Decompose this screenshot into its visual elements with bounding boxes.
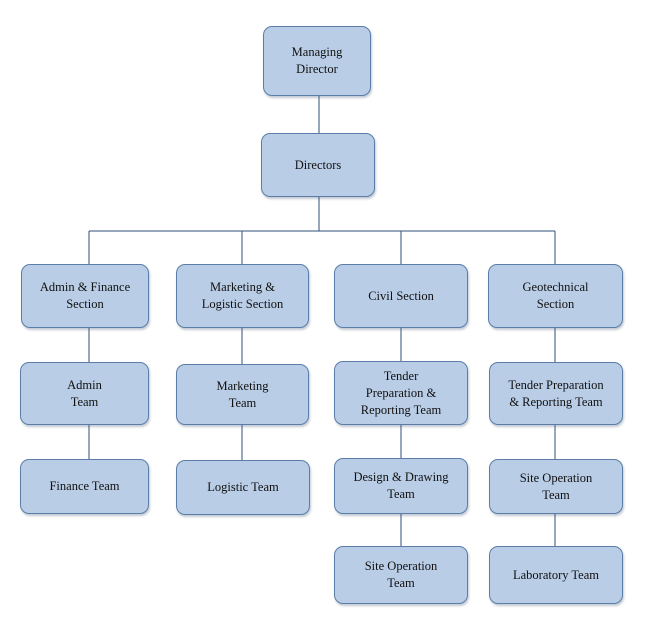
managing-director-label: Managing Director (291, 45, 343, 76)
team-finance-box: Finance Team (20, 459, 149, 514)
directors-label: Directors (294, 157, 342, 172)
team-label: Site Operation Team (364, 559, 438, 590)
team-geo-site-operation-box: Site Operation Team (489, 459, 623, 514)
team-logistic-box: Logistic Team (176, 460, 310, 515)
team-label: Site Operation Team (519, 470, 593, 502)
section-civil-box: Civil Section (334, 264, 468, 328)
team-civil-site-operation-box: Site Operation Team (334, 546, 468, 604)
team-admin-box: Admin Team (20, 362, 149, 425)
section-label: Marketing & Logistic Section (201, 280, 284, 311)
team-geo-tender-box: Tender Preparation & Reporting Team (489, 362, 623, 425)
team-label: Laboratory Team (512, 567, 599, 582)
team-label: Tender Preparation & Reporting Team (360, 368, 442, 417)
team-civil-design-box: Design & Drawing Team (334, 458, 468, 514)
team-label: Logistic Team (207, 480, 279, 494)
team-label: Design & Drawing Team (353, 470, 449, 501)
directors-box: Directors (261, 133, 375, 197)
team-marketing-box: Marketing Team (176, 364, 309, 425)
team-label: Tender Preparation & Reporting Team (508, 377, 604, 409)
managing-director-box: Managing Director (263, 26, 371, 96)
section-label: Admin & Finance Section (39, 280, 131, 311)
section-admin-finance-box: Admin & Finance Section (21, 264, 149, 328)
team-civil-tender-box: Tender Preparation & Reporting Team (334, 361, 468, 425)
section-marketing-logistic-box: Marketing & Logistic Section (176, 264, 309, 328)
section-label: Geotechnical Section (522, 280, 589, 311)
team-label: Finance Team (49, 479, 120, 493)
team-geo-laboratory-box: Laboratory Team (489, 546, 623, 604)
section-label: Civil Section (368, 288, 434, 303)
section-geotechnical-box: Geotechnical Section (488, 264, 623, 328)
team-label: Marketing Team (216, 378, 269, 410)
team-label: Admin Team (67, 377, 102, 409)
